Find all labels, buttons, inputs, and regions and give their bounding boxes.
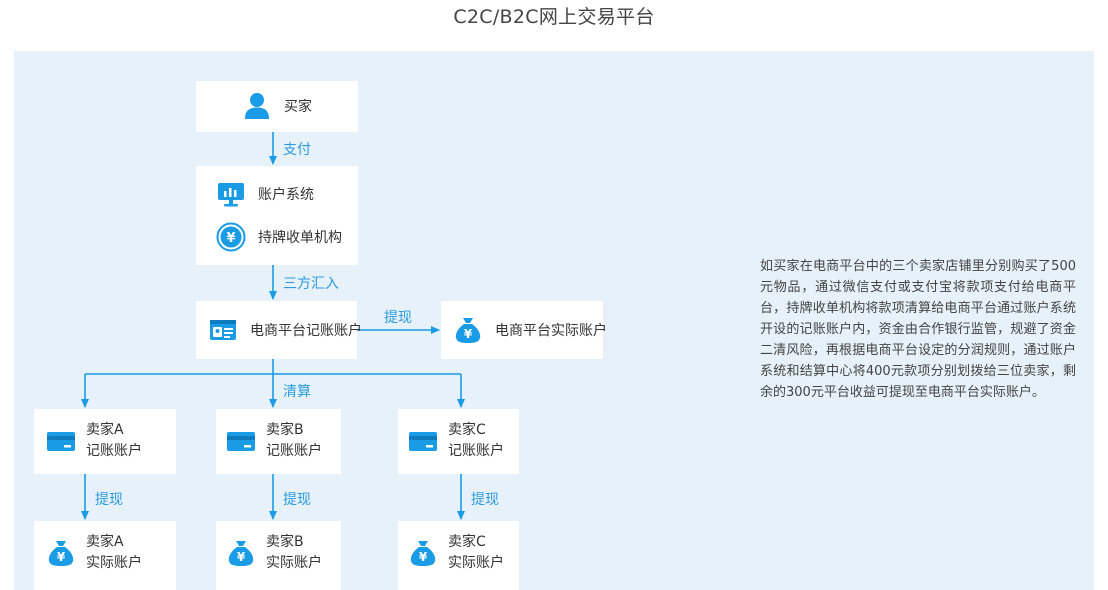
node-buyer: 买家	[196, 81, 358, 132]
seller-c-actual-label: 实际账户	[448, 555, 504, 571]
node-account-system: 账户系统 ¥ 持牌收单机构	[196, 166, 358, 265]
monitor-chart-icon	[216, 179, 246, 209]
node-platform-actual: ¥ 电商平台实际账户	[441, 301, 607, 359]
seller-c-actual-name: 卖家C	[448, 534, 486, 550]
user-icon	[242, 91, 272, 121]
svg-text:¥: ¥	[237, 550, 246, 564]
svg-text:¥: ¥	[57, 550, 66, 564]
page-title: C2C/B2C网上交易平台	[453, 6, 655, 28]
seller-b-ledger-label: 记账账户	[266, 443, 322, 459]
diagram-panel: 买家 支付 账户系统 ¥ 持牌收单机构 三方汇入 电商平台记账账户 提现	[14, 51, 1094, 590]
seller-a-ledger-label: 记账账户	[86, 443, 142, 459]
bank-card-icon	[46, 426, 76, 456]
node-seller-a-ledger: 卖家A 记账账户	[34, 409, 176, 474]
bank-card-icon	[226, 426, 256, 456]
seller-a-actual-label: 实际账户	[86, 555, 142, 571]
node-platform-ledger: 电商平台记账账户	[196, 301, 362, 359]
seller-a-name: 卖家A	[86, 422, 124, 438]
money-bag-icon: ¥	[226, 538, 256, 568]
edge-label-withdraw-b: 提现	[283, 492, 311, 508]
svg-text:¥: ¥	[226, 231, 235, 246]
svg-text:¥: ¥	[419, 550, 428, 564]
edge-label-withdraw-platform: 提现	[384, 310, 412, 326]
yen-circle-icon: ¥	[216, 222, 246, 252]
seller-c-ledger-label: 记账账户	[448, 443, 504, 459]
seller-b-actual-label: 实际账户	[266, 555, 322, 571]
money-bag-icon: ¥	[453, 315, 483, 345]
acquirer-label: 持牌收单机构	[258, 230, 342, 246]
node-seller-a-actual: ¥ 卖家A 实际账户	[34, 521, 176, 590]
platform-ledger-label: 电商平台记账账户	[250, 323, 362, 339]
buyer-label: 买家	[284, 99, 312, 115]
node-seller-b-actual: ¥ 卖家B 实际账户	[216, 521, 341, 590]
money-bag-icon: ¥	[46, 538, 76, 568]
description-text: 如买家在电商平台中的三个卖家店铺里分别购买了500元物品，通过微信支付或支付宝将…	[760, 259, 1076, 400]
edge-label-withdraw-a: 提现	[95, 492, 123, 508]
node-seller-c-actual: ¥ 卖家C 实际账户	[398, 521, 519, 590]
edge-label-pay: 支付	[283, 142, 311, 158]
svg-text:¥: ¥	[464, 327, 473, 341]
money-bag-icon: ¥	[408, 538, 438, 568]
edge-label-settle: 清算	[283, 384, 311, 400]
seller-b-name: 卖家B	[266, 422, 304, 438]
seller-c-name: 卖家C	[448, 422, 486, 438]
seller-a-actual-name: 卖家A	[86, 534, 124, 550]
platform-actual-label: 电商平台实际账户	[495, 323, 607, 339]
bank-card-icon	[408, 426, 438, 456]
id-card-icon	[208, 315, 238, 345]
edge-label-tripartite: 三方汇入	[283, 276, 339, 292]
connectors	[81, 132, 465, 520]
edge-label-withdraw-c: 提现	[471, 492, 499, 508]
account-system-label: 账户系统	[258, 187, 314, 203]
node-seller-b-ledger: 卖家B 记账账户	[216, 409, 341, 474]
node-seller-c-ledger: 卖家C 记账账户	[398, 409, 519, 474]
seller-b-actual-name: 卖家B	[266, 534, 304, 550]
